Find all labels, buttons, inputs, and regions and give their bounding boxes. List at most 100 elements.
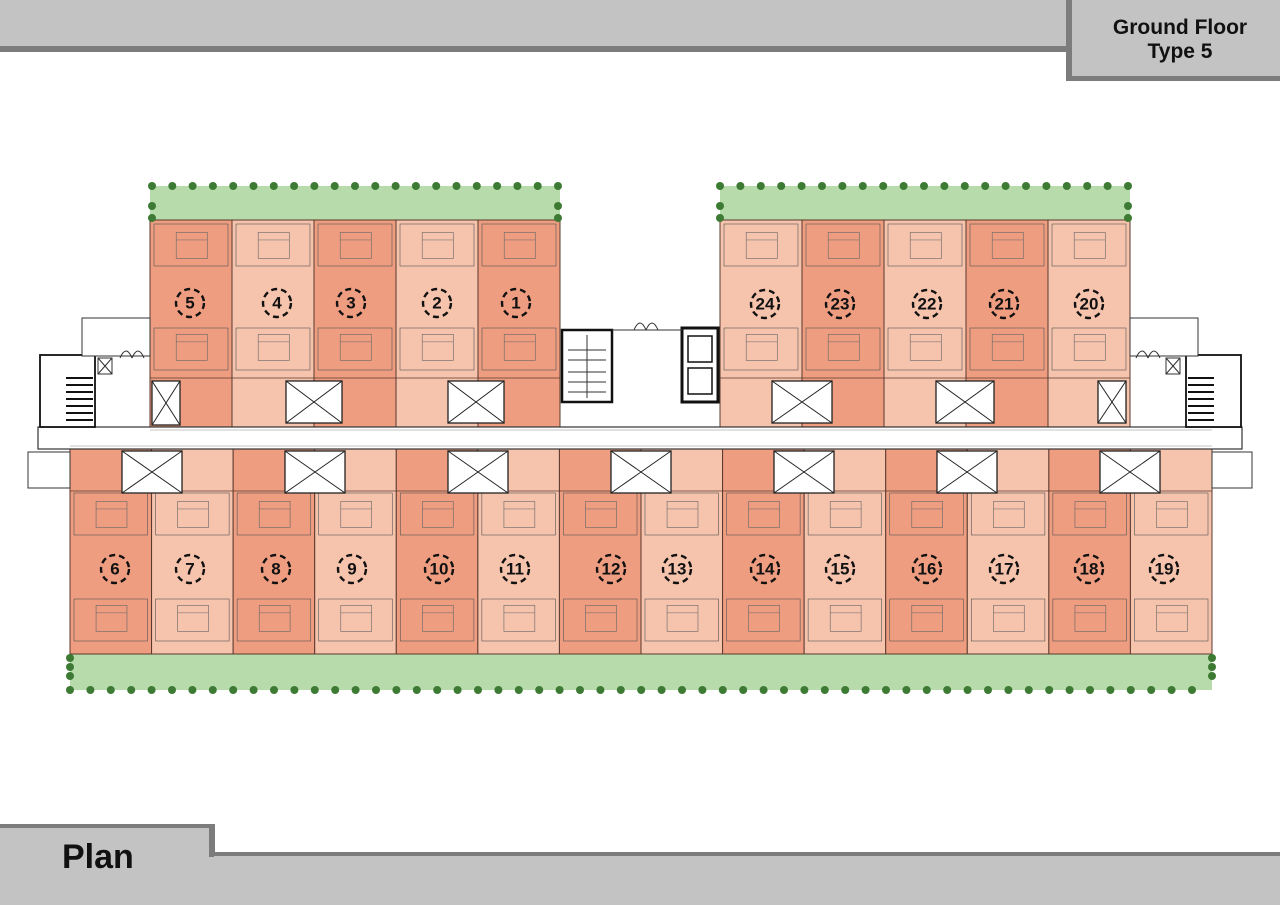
tree-icon: [818, 182, 826, 190]
bedroom: [153, 327, 229, 371]
bedroom: [399, 492, 475, 536]
plan-title: Ground Floor Type 5: [1066, 0, 1280, 80]
tree-icon: [148, 202, 156, 210]
bedroom: [563, 492, 638, 536]
unit-number-tag: 23: [824, 288, 856, 320]
tree-icon: [780, 686, 788, 694]
tree-icon: [513, 182, 522, 190]
unit-number: 8: [271, 560, 280, 579]
unit-number: 17: [995, 560, 1014, 579]
tree-icon: [554, 202, 562, 210]
tree-icon: [554, 182, 562, 190]
tree-icon: [351, 182, 359, 190]
tree-icon: [229, 182, 238, 190]
bedroom: [1051, 327, 1127, 371]
tree-icon: [838, 182, 847, 190]
void-box: [610, 450, 672, 494]
bedroom: [481, 223, 557, 267]
bedroom: [644, 598, 719, 642]
tree-icon: [229, 686, 238, 694]
bedroom: [1051, 223, 1127, 267]
type-name: Type 5: [1147, 40, 1213, 63]
tree-icon: [249, 182, 258, 190]
tree-icon: [820, 686, 829, 694]
tree-icon: [474, 686, 482, 694]
unit-number: 14: [756, 560, 775, 579]
tree-icon: [1147, 686, 1156, 694]
section-label: Plan: [62, 838, 134, 876]
void-box: [1099, 450, 1161, 494]
tree-icon: [963, 686, 972, 694]
unit-number: 22: [918, 295, 937, 314]
unit-number-tag: 22: [911, 288, 943, 320]
tree-icon: [1188, 686, 1196, 694]
tree-icon: [351, 686, 360, 694]
unit-number-tag: 1: [500, 287, 532, 319]
tree-icon: [208, 686, 217, 694]
tree-icon: [858, 182, 867, 190]
lift-core: [680, 326, 720, 404]
bedroom: [481, 492, 556, 536]
unit-number-tag: 15: [824, 553, 856, 585]
bedroom: [723, 223, 799, 267]
entry-door: [612, 322, 682, 331]
corridor: [37, 426, 1243, 450]
tree-icon: [960, 182, 969, 190]
tree-icon: [533, 182, 542, 190]
bedroom: [726, 492, 801, 536]
bedroom: [1052, 492, 1127, 536]
tree-icon: [716, 182, 724, 190]
void-box: [1097, 380, 1127, 424]
void-box: [447, 380, 505, 424]
tree-icon: [554, 214, 562, 222]
unit-number-tag: 17: [988, 553, 1020, 585]
tree-icon: [940, 182, 949, 190]
tree-icon: [1004, 686, 1013, 694]
tree-icon: [290, 182, 299, 190]
unit-number-tag: 14: [749, 553, 781, 585]
end-bump-right: [1211, 451, 1253, 489]
bedroom: [317, 327, 393, 371]
tree-icon: [657, 686, 666, 694]
tree-icon: [984, 686, 992, 694]
bedroom: [563, 598, 638, 642]
tree-icon: [922, 686, 931, 694]
unit-number: 2: [432, 294, 441, 313]
tree-icon: [678, 686, 686, 694]
end-bump-left: [27, 451, 71, 489]
tree-icon: [698, 686, 707, 694]
unit-number-tag: 18: [1073, 553, 1105, 585]
tree-icon: [411, 182, 420, 190]
unit-number: 6: [110, 560, 119, 579]
tree-icon: [1086, 686, 1094, 694]
tree-icon: [106, 686, 115, 694]
bedroom: [807, 492, 883, 536]
bedroom: [970, 492, 1046, 536]
tree-icon: [1042, 182, 1051, 190]
unit-number: 18: [1080, 560, 1099, 579]
tree-icon: [1124, 214, 1132, 222]
bedroom: [318, 598, 393, 642]
tree-icon: [576, 686, 584, 694]
unit-number-tag: 2: [421, 287, 453, 319]
tree-icon: [535, 686, 544, 694]
bedroom: [236, 598, 312, 642]
bedroom: [155, 598, 230, 642]
tree-icon: [147, 686, 156, 694]
bedroom: [318, 492, 393, 536]
bedroom: [153, 223, 229, 267]
tree-icon: [391, 182, 400, 190]
bedroom: [235, 223, 311, 267]
bedroom: [235, 327, 311, 371]
tree-markers: [66, 182, 1216, 694]
unit-number-tag: 16: [911, 553, 943, 585]
tree-icon: [66, 672, 74, 680]
unit-number: 24: [756, 295, 775, 314]
unit-number: 20: [1080, 295, 1099, 314]
tree-icon: [66, 654, 74, 662]
tree-icon: [616, 686, 625, 694]
void-box: [447, 450, 509, 494]
tree-icon: [249, 686, 258, 694]
unit-number-tag: 9: [336, 553, 368, 585]
